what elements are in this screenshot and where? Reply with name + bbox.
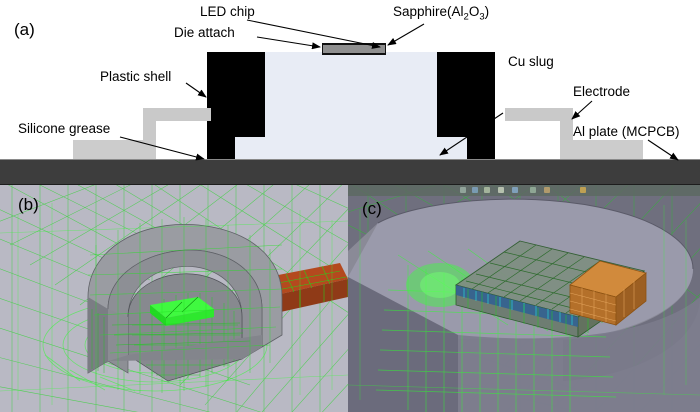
label-sapphire-prefix: Sapphire(Al <box>393 4 464 19</box>
foreground-mesh-columns <box>0 203 348 405</box>
toolbar-icon-3[interactable] <box>484 187 490 193</box>
viewport-toolbar-strip <box>348 185 700 196</box>
toolbar-icon-4[interactable] <box>498 187 504 193</box>
plastic-shell-left-upper <box>207 52 265 137</box>
label-electrode: Electrode <box>573 84 631 99</box>
label-sapphire: Sapphire(Al2O3) <box>393 5 489 22</box>
cu-slug-lower-flange <box>232 137 470 159</box>
led-chip-stack <box>322 43 386 55</box>
electrode-right-upper <box>505 108 573 121</box>
panel-b-mesh-graphic <box>0 185 348 412</box>
label-plastic-shell: Plastic shell <box>100 69 172 84</box>
toolbar-icon-5[interactable] <box>512 187 518 193</box>
label-silicone-grease: Silicone grease <box>18 121 111 136</box>
al-plate-mcpcb <box>0 159 700 185</box>
toolbar-icon-8[interactable] <box>580 187 586 193</box>
label-led-chip: LED chip <box>200 4 255 19</box>
electrode-left-riser <box>143 108 156 140</box>
toolbar-icon-6[interactable] <box>530 187 536 193</box>
electrode-right-riser <box>560 108 573 140</box>
panel-a-tag: (a) <box>14 20 35 39</box>
silicone-grease-left <box>73 140 156 159</box>
package-body-mesh <box>87 217 283 393</box>
panel-b-full-package-mesh: (b) <box>0 185 348 412</box>
plastic-shell-left-lower <box>207 137 235 159</box>
electrode-left-upper <box>143 108 211 121</box>
panel-c-chip-mesh-closeup: (c) <box>348 185 700 412</box>
label-sapphire-mid: O <box>468 4 480 19</box>
toolbar-icon-2[interactable] <box>472 187 478 193</box>
label-sapphire-sub2: 3 <box>479 11 485 23</box>
panel-c-mesh-graphic <box>348 185 700 412</box>
plastic-shell-right-lower <box>467 137 495 159</box>
label-sapphire-suffix: ) <box>484 4 490 19</box>
silicone-grease-right <box>560 140 643 159</box>
panel-b-tag: (b) <box>18 195 39 214</box>
label-die-attach: Die attach <box>174 25 235 40</box>
cu-slug-upper-body <box>262 52 440 137</box>
label-sapphire-sub1: 2 <box>463 11 469 23</box>
panel-c-tag: (c) <box>362 199 382 218</box>
leader-lines <box>119 19 679 161</box>
label-al-plate: Al plate (MCPCB) <box>573 124 680 139</box>
plastic-shell-right-upper <box>437 52 495 137</box>
chip-top-mesh <box>465 244 631 314</box>
panel-a-cross-section: (a) LED chip Die attach Sapphire(Al2O3) … <box>0 0 700 185</box>
toolbar-icon-7[interactable] <box>544 187 550 193</box>
electrode-orange-block <box>569 260 647 326</box>
label-cu-slug: Cu slug <box>508 54 554 69</box>
cavity-floor-mesh <box>127 273 243 382</box>
toolbar-icon-1[interactable] <box>460 187 466 193</box>
foreground-mesh-c <box>348 205 700 400</box>
